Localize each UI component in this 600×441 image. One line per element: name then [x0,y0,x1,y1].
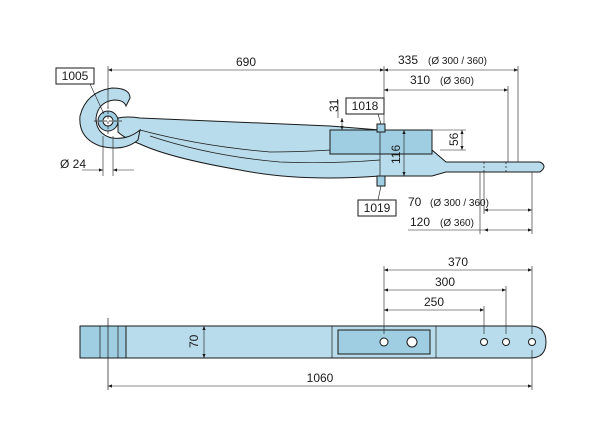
dim-335-note: (Ø 300 / 360) [428,56,487,67]
dim-335: 335 [398,53,418,67]
tail-hole-250 [480,338,488,346]
clamp-hole-1 [379,337,389,347]
dim-eye-diameter: Ø 24 [60,157,86,171]
dim-310-note: (Ø 360) [440,76,474,87]
dim-tail-120: 120 [410,215,430,229]
dim-width-70: 70 [187,334,201,348]
plan-eye-section [79,325,127,359]
dim-tail-70-note: (Ø 300 / 360) [430,198,489,209]
dim-300: 300 [435,275,455,289]
side-view: 1005 1018 1019 690 335 (Ø 300 / 360) 310… [55,53,545,234]
dim-31: 31 [327,98,341,112]
dim-1060: 1060 [307,371,334,385]
ref-1005: 1005 [62,69,89,83]
dim-250: 250 [424,295,444,309]
dim-116: 116 [389,145,403,164]
clamp-hole-2 [406,336,418,348]
clamp-block [329,129,433,155]
dim-tail-120-note: (Ø 360) [440,218,474,229]
ref-1019: 1019 [364,201,391,215]
third-leaf-line [149,135,381,164]
tail-hole-370 [528,338,536,346]
dim-56: 56 [447,132,461,146]
ref-1018: 1018 [352,99,379,113]
clamp-bolt-bottom [376,175,386,187]
dim-310: 310 [410,73,430,87]
plan-view: 70 370 300 250 1060 [79,255,547,390]
dim-690: 690 [236,55,256,69]
dim-tail-70: 70 [408,195,422,209]
dim-370: 370 [448,255,468,269]
clamp-bolt-top [376,123,386,133]
plan-leaf-body [79,325,547,359]
tail-hole-300 [502,338,510,346]
